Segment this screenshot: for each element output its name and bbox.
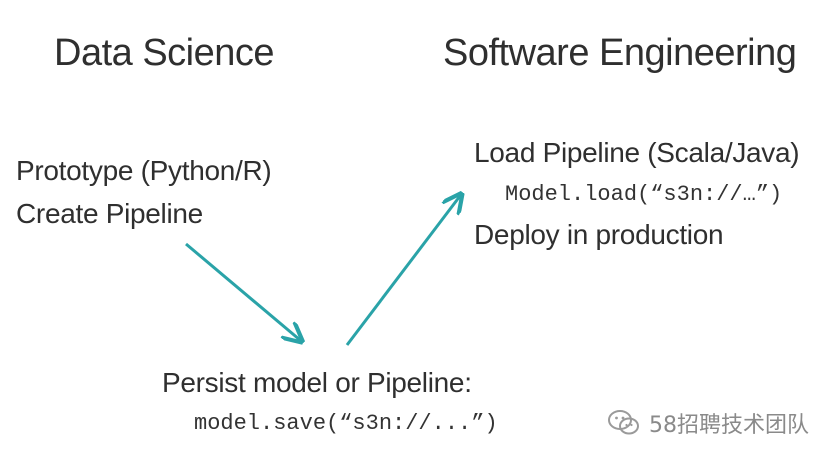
model-save-code: model.save(“s3n://...”) bbox=[194, 411, 498, 436]
create-pipeline-text: Create Pipeline bbox=[16, 198, 203, 229]
model-load-code: Model.load(“s3n://…”) bbox=[505, 182, 783, 207]
load-pipeline-text: Load Pipeline (Scala/Java) bbox=[474, 137, 800, 168]
up-arrow bbox=[345, 196, 460, 346]
prototype-text: Prototype (Python/R) bbox=[16, 155, 272, 186]
data-science-heading: Data Science bbox=[54, 32, 275, 74]
persist-text: Persist model or Pipeline: bbox=[162, 367, 472, 398]
watermark: 58招聘技术团队 bbox=[607, 405, 809, 441]
deploy-text: Deploy in production bbox=[474, 219, 724, 250]
software-engineering-heading: Software Engineering bbox=[443, 32, 797, 74]
watermark-text: 58招聘技术团队 bbox=[649, 413, 809, 438]
wechat-icon bbox=[608, 410, 639, 435]
down-arrow bbox=[185, 242, 300, 340]
